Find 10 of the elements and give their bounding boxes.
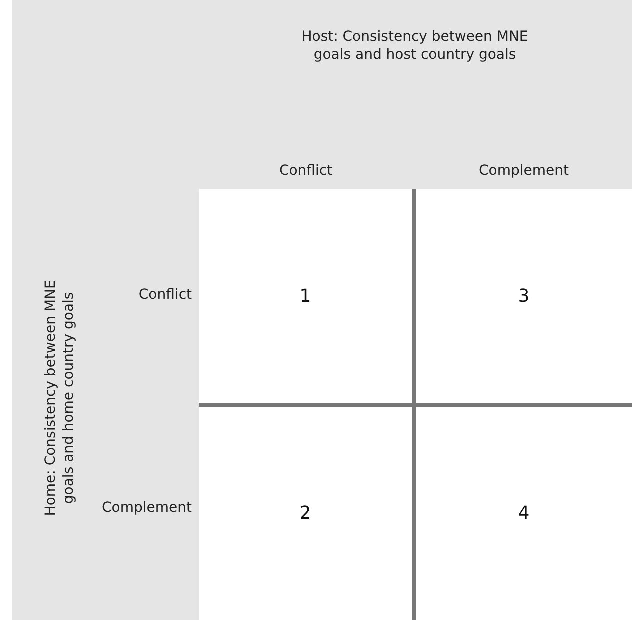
row-heading: Complement [101,499,192,518]
quadrant: 3 [416,189,632,403]
quadrant: 2 [199,407,412,620]
row-heading: Conflict [138,286,192,304]
quadrant: 1 [199,189,412,403]
quadrant: 4 [416,407,632,620]
column-heading: Complement [478,162,570,180]
axis-title: Host: Consistency between MNE goals and host country goals [300,28,530,64]
axis-title: Home: Consistency between MNE goals and home country goals [42,279,78,518]
column-heading: Conflict [278,162,334,180]
